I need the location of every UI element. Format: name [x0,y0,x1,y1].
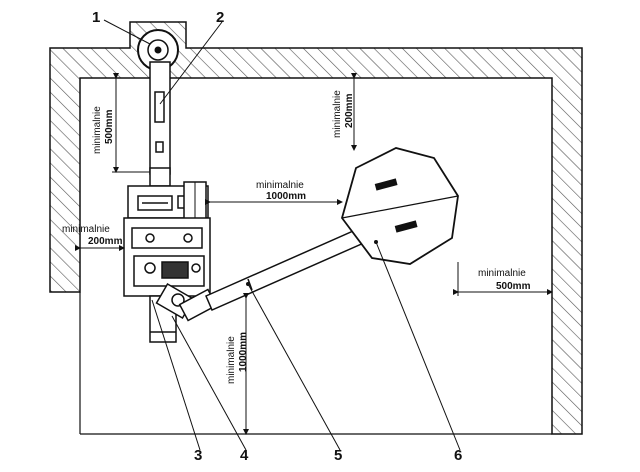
clearance-between-units: minimalnie 1000mm [256,180,306,202]
callout-4: 4 [240,447,249,464]
clearance-front-floor: minimalnie 1000mm [226,332,249,384]
svg-text:1000mm: 1000mm [238,332,249,372]
clearance-left-wall: minimalnie 200mm [62,224,123,247]
svg-text:1000mm: 1000mm [266,191,306,202]
callout-1: 1 [92,9,100,26]
svg-text:200mm: 200mm [88,236,123,247]
clearance-tank-right: minimalnie 500mm [478,268,531,292]
room-outline [79,292,552,435]
leader-lines [103,19,461,451]
fuel-tank [341,147,459,265]
vertical-arm [149,61,171,187]
svg-text:minimalnie: minimalnie [332,90,343,138]
svg-text:500mm: 500mm [496,281,531,292]
boiler [123,181,211,343]
callout-6: 6 [454,447,462,464]
svg-text:minimalnie: minimalnie [256,180,304,191]
dimension-lines [75,73,553,435]
svg-text:200mm: 200mm [344,93,355,128]
svg-text:minimalnie: minimalnie [478,268,526,279]
callout-5: 5 [334,447,342,464]
svg-text:500mm: 500mm [104,109,115,144]
callout-2: 2 [216,9,224,26]
screw-conveyor [205,227,367,311]
svg-text:minimalnie: minimalnie [92,106,103,154]
svg-text:minimalnie: minimalnie [62,224,110,235]
clearance-tank-top: minimalnie 200mm [332,90,355,138]
clearance-back-wall: minimalnie 500mm [92,106,115,154]
feeder-pulley [137,29,179,71]
svg-text:minimalnie: minimalnie [226,336,237,384]
callout-3: 3 [194,447,202,464]
